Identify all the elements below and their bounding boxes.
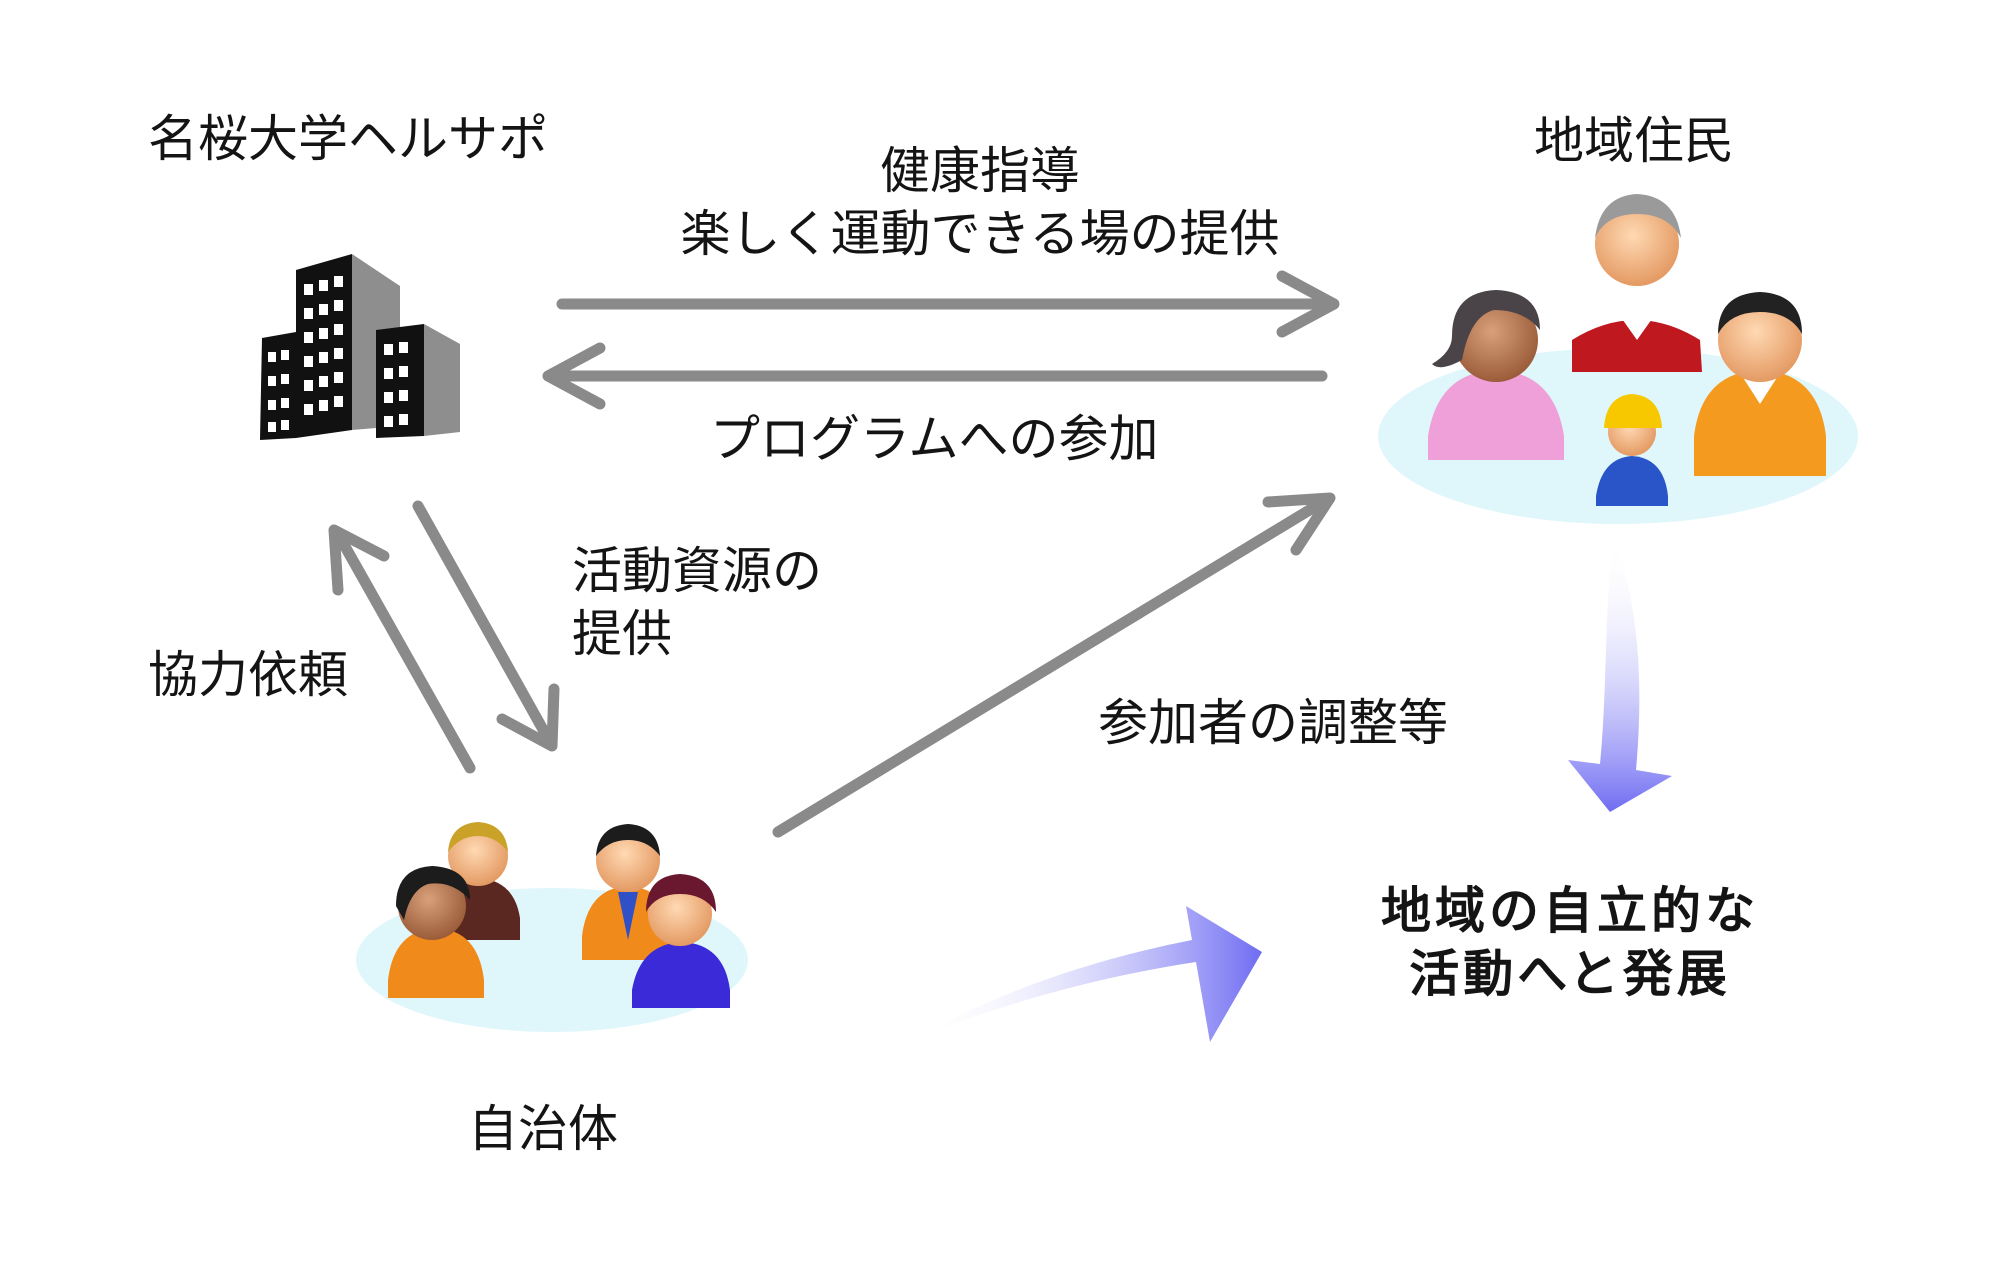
goal-label-line-1: 地域の自立的な (1340, 880, 1800, 943)
edge-label-residents-to-univ: プログラムへの参加 (710, 408, 1159, 471)
flow-arrow-municipality-to-goal (912, 906, 1262, 1042)
arrow-residents-to-university (548, 348, 1322, 404)
arrow-municipality-to-residents (778, 498, 1330, 832)
office-building-icon (260, 254, 460, 440)
flow-arrow-residents-to-goal (1568, 540, 1672, 812)
residents-label: 地域住民 (1534, 110, 1734, 173)
goal-label-line-2: 活動へと発展 (1340, 943, 1800, 1006)
edge-label-line-2: 提供 (572, 603, 822, 666)
goal-label: 地域の自立的な 活動へと発展 (1340, 880, 1800, 1005)
edge-label-municipality-to-univ: 協力依頼 (148, 644, 348, 707)
municipality-label: 自治体 (468, 1098, 618, 1161)
edge-label-municipality-to-residents: 参加者の調整等 (1098, 692, 1448, 755)
edge-label-univ-to-municipality: 活動資源の 提供 (572, 540, 822, 665)
officials-group-icon (356, 822, 748, 1032)
edge-label-line-2: 楽しく運動できる場の提供 (680, 203, 1280, 266)
arrow-university-to-residents (562, 276, 1334, 332)
edge-label-line-1: 活動資源の (572, 540, 822, 603)
edge-label-line-1: 健康指導 (680, 140, 1280, 203)
residents-group-icon (1378, 194, 1858, 524)
edge-label-univ-to-residents: 健康指導 楽しく運動できる場の提供 (680, 140, 1280, 265)
university-label: 名桜大学ヘルサポ (148, 108, 548, 171)
